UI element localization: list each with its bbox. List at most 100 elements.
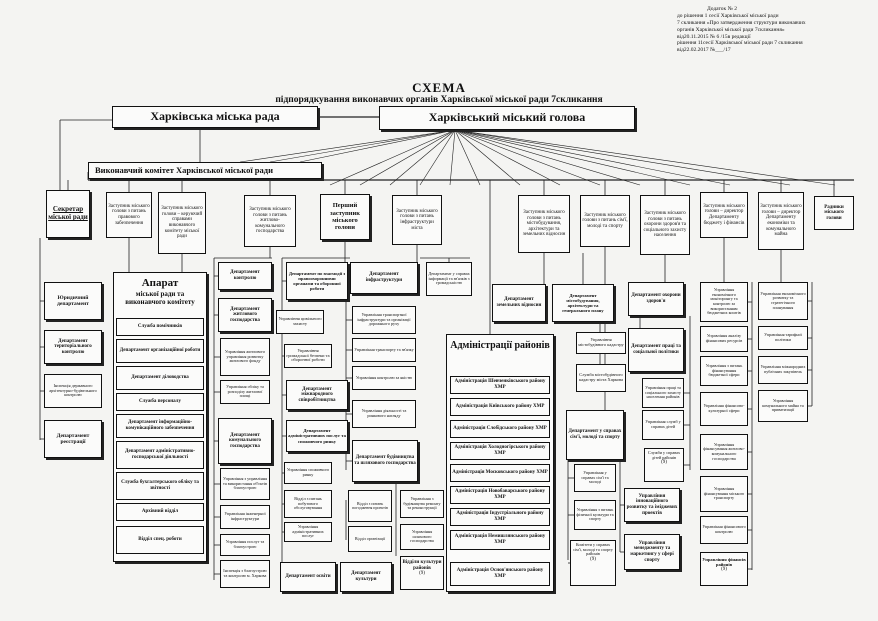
- dept-box: Управління фінансового контролю: [700, 516, 748, 544]
- official-box: Заступник міського голови з питань охоро…: [640, 195, 690, 255]
- connector-line: [454, 129, 561, 186]
- district-item: Адміністрація Шевченківського району ХМР: [450, 376, 550, 394]
- district-item: Адміністрація Основ'янського району ХМР: [450, 562, 550, 586]
- dept-box: Департамент по взаємодії з правоохоронни…: [286, 262, 348, 300]
- dept-box: Служба містобудівного кадастру міста Хар…: [576, 364, 626, 392]
- dept-box: Управління шляхового господарства: [400, 524, 444, 550]
- dept-box: Управління тарифної політики: [758, 326, 808, 350]
- dept-box: Відділ з питань погодження проектів: [348, 490, 392, 522]
- dept-box: Відділи культури районів (9): [400, 556, 444, 590]
- annex-line: рішення 11сесії Харківської міської ради…: [677, 40, 803, 47]
- connector-line: [454, 129, 601, 186]
- dept-box: Управління контролю за якістю: [352, 366, 416, 390]
- connector-line: [454, 129, 641, 186]
- apparatus-item: Архівний відділ: [116, 503, 204, 521]
- dept-box: Управління економічного моніторингу та к…: [700, 282, 748, 322]
- official-box: Заступник міського голови – директор Деп…: [758, 192, 804, 250]
- diagram-title: СХЕМА: [412, 80, 466, 95]
- dept-box: Інспекція державного архітектурно-будіве…: [44, 374, 102, 408]
- district-item: Адміністрація Індустріального району ХМР: [450, 508, 550, 526]
- dept-box: Комітети у справах сім'ї, молоді та спор…: [570, 540, 616, 586]
- districts-title: Адміністрації районів: [450, 340, 550, 351]
- dept-box: Управління міжнародних публічних закупів…: [758, 356, 808, 384]
- district-item: Адміністрація Холодногірського району ХМ…: [450, 442, 550, 460]
- dept-box: Департамент комунального господарства: [218, 418, 272, 464]
- dept-box: Управління комунального майна та привати…: [758, 390, 808, 422]
- dept-box: Відділ організації: [348, 526, 392, 552]
- official-box: Заступник міського голови з питань інфра…: [392, 195, 442, 245]
- dept-box: Департамент реєстрації: [44, 420, 102, 458]
- dept-box: Управління транспортної інфраструктури т…: [352, 306, 416, 334]
- dept-box: Управління менеджменту та маркетингу у с…: [624, 534, 680, 570]
- annex-line: 7 скликання «Про затвердження структури …: [677, 19, 806, 26]
- dept-box: Департамент праці та соціальної політики: [628, 328, 684, 372]
- dept-box: Управління з питань фізичної культури та…: [574, 500, 616, 530]
- district-item: Адміністрація Немишлянського району ХМР: [450, 530, 550, 550]
- connector-line: [299, 129, 456, 163]
- official-box: Заступник міського голови з питань сім'ї…: [580, 195, 630, 247]
- apparatus-item: Служба бухгалтерського обліку та звітнос…: [116, 472, 204, 500]
- dept-box: Управління споживчого ринку: [284, 462, 332, 484]
- dept-box: Управління цивільного захисту: [276, 310, 324, 334]
- first-deputy-box: Перший заступник міського голови: [320, 194, 370, 240]
- count-label: (9): [419, 571, 425, 577]
- dept-box: Управління у справах сім'ї та молоді: [574, 464, 616, 492]
- apparatus-subtitle: міської ради та виконавчого комітету: [125, 290, 195, 307]
- connector-line: [454, 129, 521, 186]
- connector-line: [454, 129, 481, 186]
- diagram-subtitle: підпорядкування виконавчих органів Харкі…: [275, 95, 603, 105]
- dept-box: Департамент адміністративних послуг та с…: [286, 420, 348, 452]
- dept-box: Департамент охорони здоров'я: [628, 282, 684, 316]
- dept-box: Департамент містобудування, архітектури …: [552, 284, 614, 322]
- dept-label: Комітети у справах сім'ї, молоді та спор…: [573, 542, 613, 557]
- dept-box: Управління послуг та благоустрою: [220, 534, 270, 556]
- dept-box: Управління з будівництва ремонту та реко…: [400, 490, 444, 518]
- apparatus-item: Департамент діловодства: [116, 366, 204, 390]
- count-label: (9): [721, 567, 727, 573]
- connector-line: [454, 129, 791, 186]
- annex-line: від22.02.2017 №___/17: [677, 47, 731, 54]
- annex-note: Додаток № 2 до рішення 1 сесії Харківськ…: [677, 6, 877, 54]
- dept-box: Управління містобудівного кадастру: [576, 332, 626, 354]
- dept-label: Служби у справах дітей районів: [647, 450, 681, 460]
- connector-line: [359, 129, 456, 186]
- dept-box: Управління з управління та використання …: [220, 468, 270, 500]
- official-box: Заступник міського голови – директор Деп…: [700, 192, 748, 238]
- annex-line: до рішення 1 сесії Харківської міської р…: [677, 12, 779, 19]
- apparatus-item: Служба персоналу: [116, 393, 204, 411]
- dept-box: Департамент освіти: [280, 562, 336, 592]
- count-label: (9): [661, 460, 667, 466]
- apparatus-item: Відділ спец. роботи: [116, 526, 204, 554]
- apparatus-item: Департамент інформаційно-комунікаційного…: [116, 414, 204, 438]
- dept-box: Управління фінансування житлово-комуналь…: [700, 434, 748, 470]
- connector-line: [449, 129, 456, 186]
- dept-box: Управління житлового управління розвитку…: [220, 338, 270, 376]
- dept-box: Управління аналізу фінансових ресурсів: [700, 326, 748, 352]
- apparatus-item: Департамент організаційної роботи: [116, 339, 204, 363]
- dept-box: Департамент у справах сім'ї, молоді та с…: [566, 410, 624, 460]
- dept-box: Департамент житлового господарства: [218, 298, 272, 332]
- dept-box: Управління з питань фінансування бюджетн…: [700, 356, 748, 386]
- exec-committee-box: Виконавчий комітет Харківської міської р…: [88, 162, 322, 179]
- connector-line: [454, 129, 731, 186]
- dept-box: Служби у справах дітей районів (9): [644, 448, 684, 482]
- city-mayor-box: Харківський міський голова: [379, 106, 635, 130]
- apparatus-item: Служба помічників: [116, 318, 204, 336]
- dept-box: Департамент контролю: [218, 262, 272, 290]
- dept-box: Управління діяльності та ринкового нагля…: [352, 400, 416, 428]
- dept-box: Департамент інфраструктури: [350, 262, 418, 294]
- dept-box: Управління служб у справах дітей: [642, 410, 684, 440]
- dept-box: Управління інженерної інфраструктури: [220, 505, 270, 529]
- dept-box: Управління економічного розвитку та стра…: [758, 282, 808, 320]
- dept-box: Управління фінансування міського транспо…: [700, 476, 748, 512]
- connector-line: [269, 129, 456, 163]
- connector-line: [454, 129, 836, 186]
- dept-box: Департамент територіального контролю: [44, 330, 102, 364]
- districts-box: Адміністрації районів: [446, 334, 554, 592]
- official-box: Заступник міського голови з питань житло…: [244, 195, 296, 247]
- secretary-box: Секретар міської ради: [46, 190, 90, 238]
- district-item: Адміністрація Київського району ХМР: [450, 398, 550, 416]
- connector-line: [419, 129, 456, 186]
- dept-box: Інспекція з благоустрою та контролю м. Х…: [220, 560, 270, 588]
- dept-box: Департамент у справах інформації та зв'я…: [426, 262, 472, 296]
